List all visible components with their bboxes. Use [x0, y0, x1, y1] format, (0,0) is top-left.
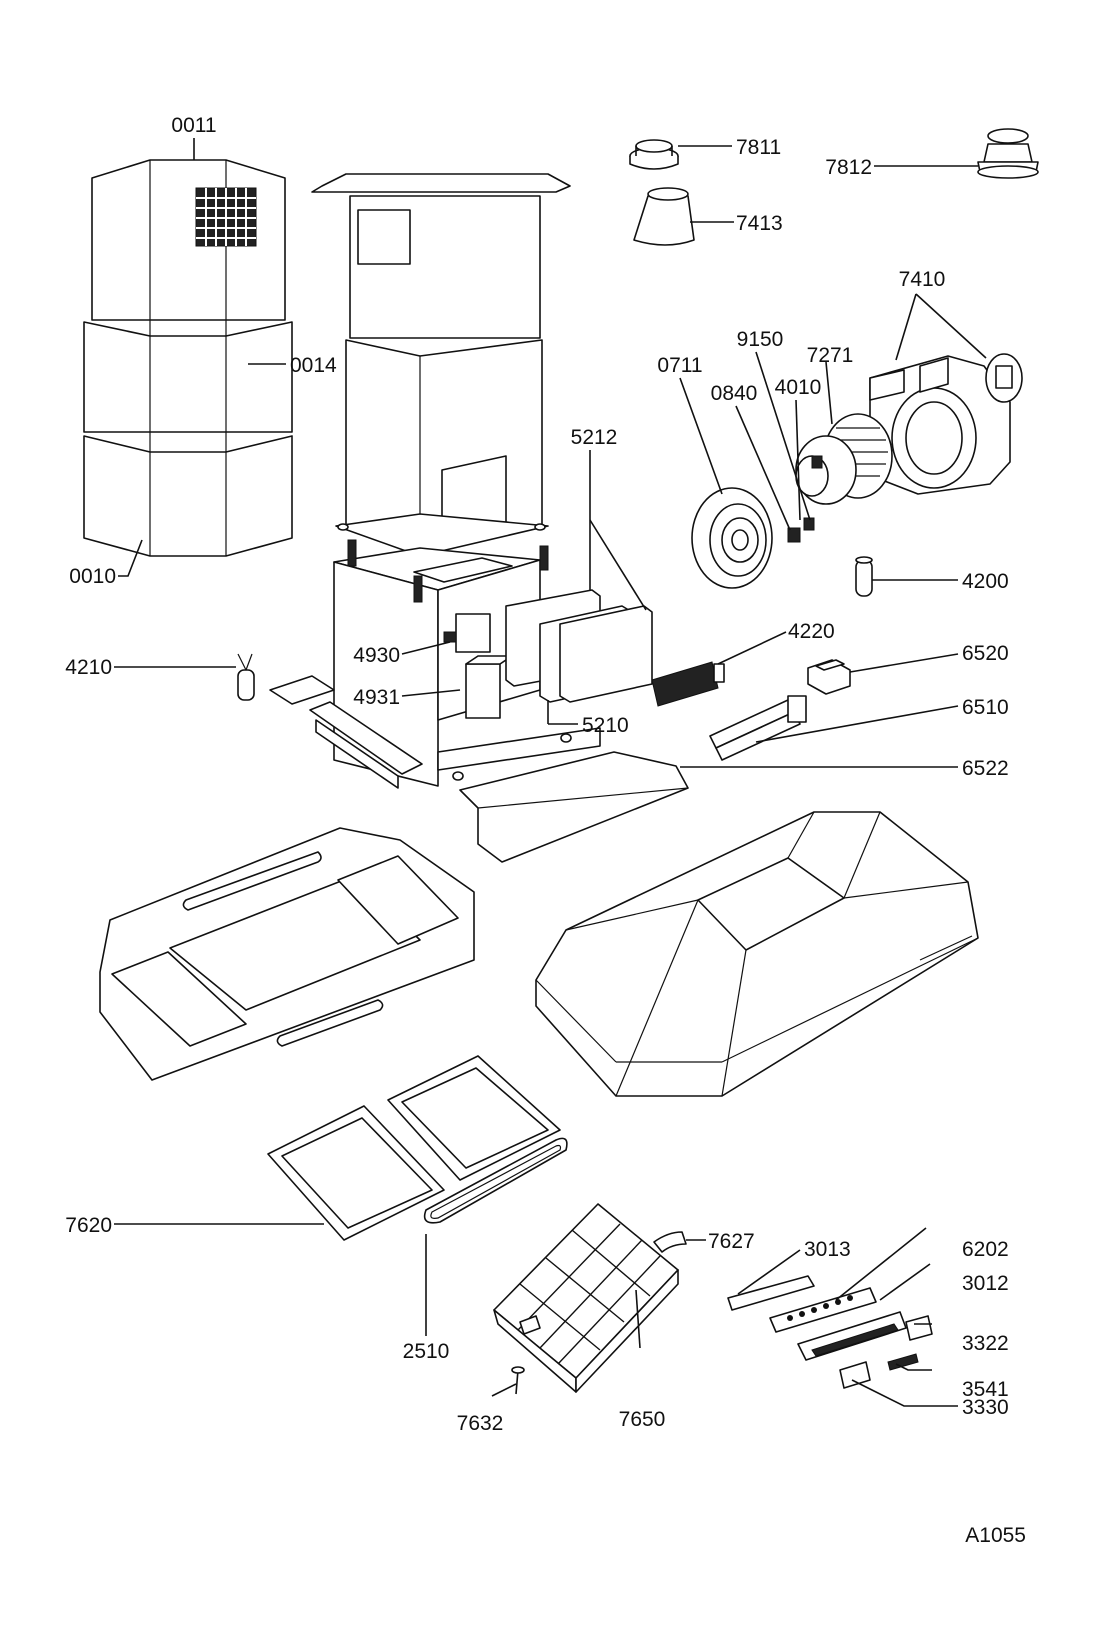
- label-6510: 6510: [962, 696, 1009, 719]
- label-7650: 7650: [619, 1408, 666, 1431]
- label-7413: 7413: [736, 212, 783, 235]
- label-4220: 4220: [788, 620, 835, 643]
- filter-clip: [653, 1231, 687, 1253]
- label-4010: 4010: [775, 376, 822, 399]
- drawing-id: A1055: [965, 1524, 1026, 1547]
- electrical-blocks: [443, 613, 513, 719]
- label-6202: 6202: [962, 1238, 1009, 1261]
- label-3330: 3330: [962, 1396, 1009, 1419]
- lamp-socket: [807, 659, 851, 695]
- leader-lines: [114, 138, 987, 1407]
- blower-housing: [869, 353, 1023, 495]
- fan-motor: [795, 413, 893, 505]
- chimney-cover: [83, 159, 293, 557]
- label-3013: 3013: [804, 1238, 851, 1261]
- label-0010: 0010: [69, 565, 116, 588]
- label-6520: 6520: [962, 642, 1009, 665]
- label-7271: 7271: [807, 344, 854, 367]
- label-4931: 4931: [353, 686, 400, 709]
- control-panel: [727, 1275, 933, 1389]
- label-4930: 4930: [353, 644, 400, 667]
- label-0840: 0840: [711, 382, 758, 405]
- label-7811: 7811: [736, 136, 781, 159]
- screw: [511, 1366, 525, 1395]
- side-rails: [269, 675, 423, 789]
- label-7812: 7812: [825, 156, 872, 179]
- circuit-boards: [505, 589, 653, 725]
- grease-filters: [267, 1055, 561, 1241]
- label-7620: 7620: [65, 1214, 112, 1237]
- label-2510: 2510: [403, 1340, 450, 1363]
- label-3012: 3012: [962, 1272, 1009, 1295]
- label-3541: 3541: [962, 1378, 1009, 1401]
- label-4200: 4200: [962, 570, 1009, 593]
- inner-frame: [311, 173, 571, 557]
- label-0011: 0011: [171, 114, 216, 137]
- label-5212: 5212: [571, 426, 618, 449]
- part-labels: 0011 0014 0010 7811 7812 7413 7410 9150 …: [65, 114, 1026, 1547]
- bottom-plate: [459, 751, 689, 863]
- label-4210: 4210: [65, 656, 112, 679]
- lamp-holder: [651, 661, 725, 707]
- label-0014: 0014: [290, 354, 337, 377]
- cap-cylinder: [855, 556, 873, 597]
- label-7632: 7632: [457, 1412, 504, 1435]
- label-3322: 3322: [962, 1332, 1009, 1355]
- label-7410: 7410: [899, 268, 946, 291]
- label-9150: 9150: [737, 328, 784, 351]
- fluorescent-tube: [709, 695, 807, 761]
- label-0711: 0711: [657, 354, 702, 377]
- motor-grille: [691, 487, 815, 589]
- filter-canopy: [99, 827, 475, 1081]
- carbon-filter: [493, 1203, 679, 1393]
- top-adapters: [629, 128, 1039, 246]
- hood-body: [535, 811, 979, 1097]
- label-7627: 7627: [708, 1230, 755, 1253]
- gasket: [423, 1137, 568, 1224]
- label-6522: 6522: [962, 757, 1009, 780]
- label-5210: 5210: [582, 714, 629, 737]
- capacitor: [237, 653, 255, 701]
